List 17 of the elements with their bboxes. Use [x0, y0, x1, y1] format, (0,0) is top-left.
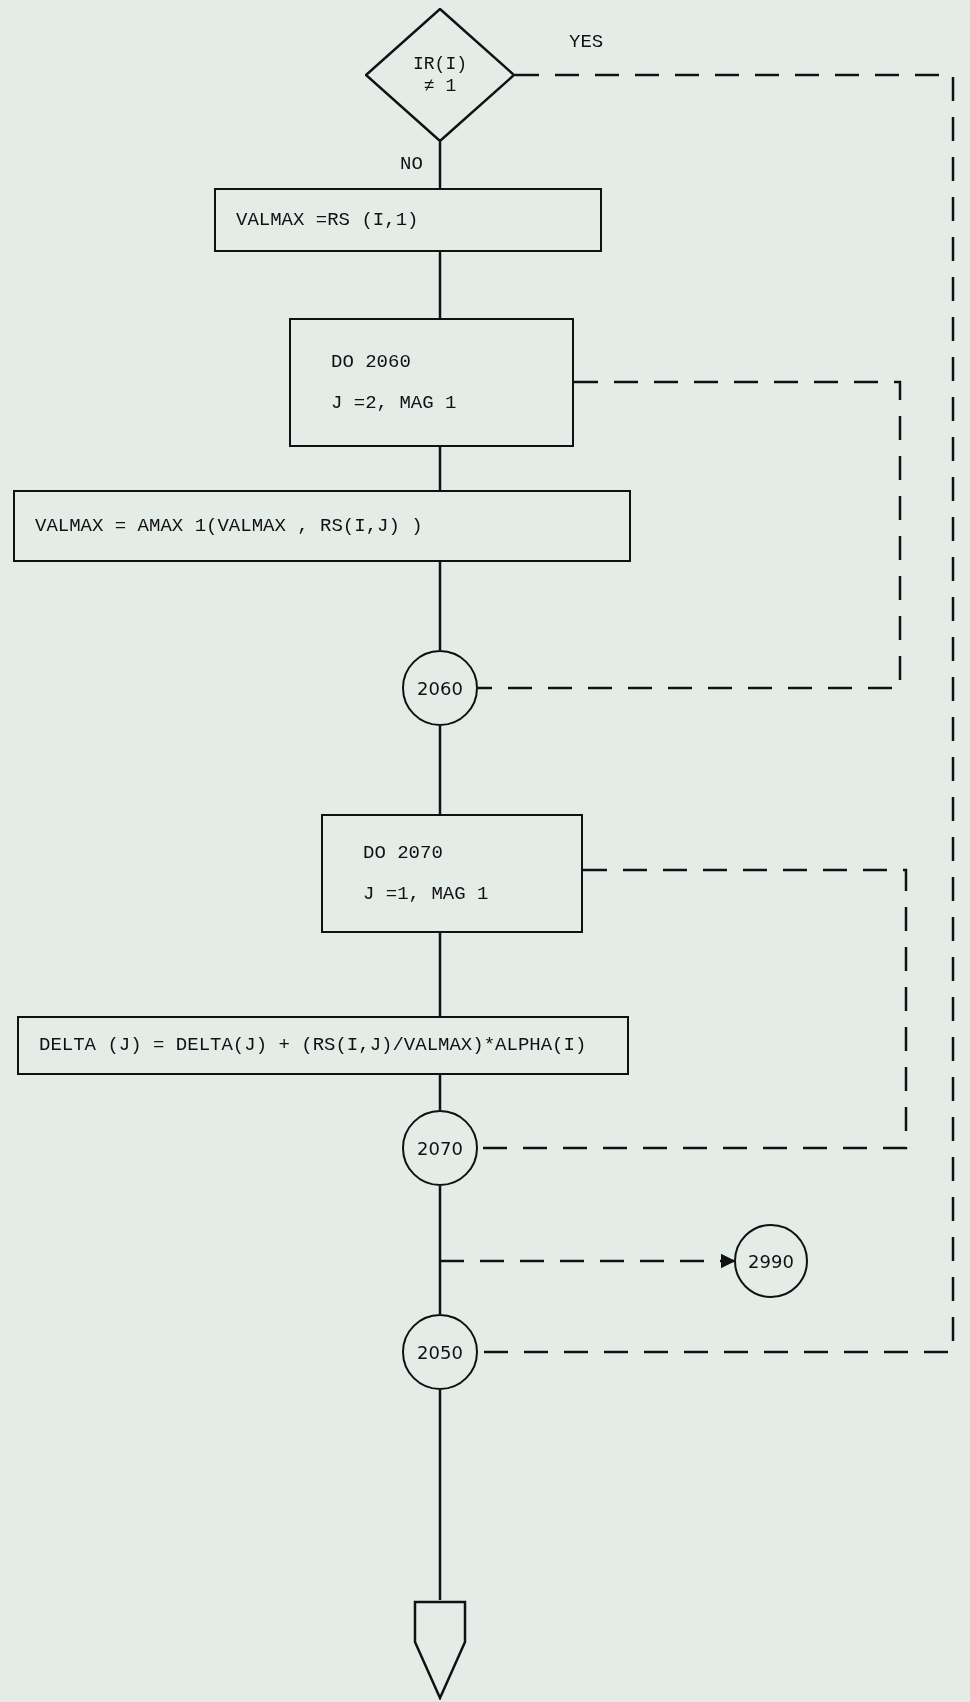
flow-line [438, 1186, 442, 1314]
flow-line [438, 252, 442, 318]
flow-line [438, 562, 442, 650]
process-box: VALMAX = AMAX 1(VALMAX , RS(I,J) ) [13, 490, 631, 562]
flow-line [438, 1075, 442, 1110]
flow-line [438, 1390, 442, 1600]
dashed-connector [478, 380, 902, 690]
flow-line [438, 447, 442, 490]
flow-line [438, 933, 442, 1016]
flow-line [438, 142, 442, 188]
condition-text: IR(I) ≠ 1 [412, 52, 468, 98]
flow-line [438, 726, 442, 814]
process-box: DELTA (J) = DELTA(J) + (RS(I,J)/VALMAX)*ALPHA(I) [17, 1016, 629, 1075]
dashed-connector [440, 1253, 736, 1269]
process-box: VALMAX =RS (I,1) [214, 188, 602, 252]
loop-box: DO 2060 J =2, MAG 1 [289, 318, 574, 447]
loop-box: DO 2070 J =1, MAG 1 [321, 814, 583, 933]
